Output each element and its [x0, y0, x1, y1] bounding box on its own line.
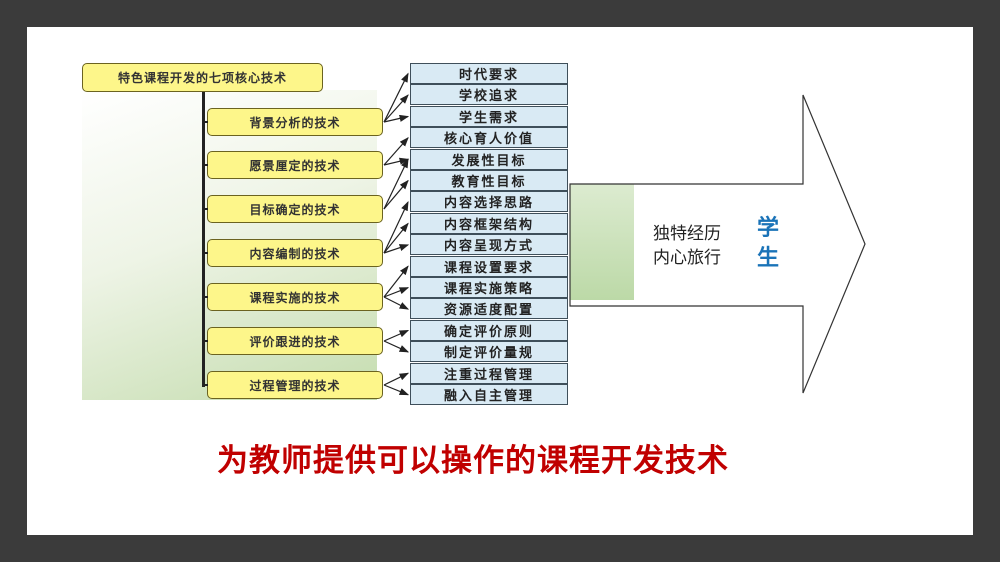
branch-tick — [203, 340, 208, 342]
technique-box: 过程管理的技术 — [207, 371, 383, 399]
student-label: 学生 — [757, 214, 781, 274]
big-arrow — [569, 94, 866, 394]
item-box: 确定评价原则 — [410, 319, 568, 341]
branch-tick — [203, 208, 208, 210]
connector-arrow — [383, 244, 410, 254]
connector-arrow — [383, 329, 410, 342]
item-box: 时代要求 — [410, 63, 568, 84]
item-box: 课程设置要求 — [410, 255, 568, 277]
item-box: 课程实施策略 — [410, 277, 568, 298]
branch-tick — [203, 384, 208, 386]
connector-arrow — [383, 222, 409, 254]
item-box: 内容呈现方式 — [410, 234, 568, 256]
connector-arrow — [383, 384, 410, 396]
item-box: 内容框架结构 — [410, 212, 568, 234]
technique-box: 愿景厘定的技术 — [207, 151, 383, 179]
item-box: 资源适度配置 — [410, 298, 568, 320]
connector-arrow — [383, 201, 409, 254]
connector-arrow — [383, 296, 410, 310]
arrow-text: 独特经历 内心旅行 — [653, 222, 721, 270]
connector-arrow — [383, 137, 409, 166]
connector-arrow — [383, 94, 409, 123]
connector-arrow — [383, 287, 410, 298]
student-text: 学生 — [757, 216, 780, 271]
technique-box: 目标确定的技术 — [207, 195, 383, 223]
connector-arrow — [383, 179, 409, 210]
connector-arrow — [383, 72, 409, 123]
branch-tick — [203, 121, 208, 123]
technique-box: 内容编制的技术 — [207, 239, 383, 267]
connector-arrow — [383, 114, 410, 123]
connector-arrow — [383, 265, 409, 298]
item-box: 内容选择思路 — [410, 191, 568, 213]
branch-tick — [203, 164, 208, 166]
connector-arrow — [383, 158, 409, 210]
technique-box: 评价跟进的技术 — [207, 327, 383, 355]
technique-box: 课程实施的技术 — [207, 283, 383, 311]
technique-box: 背景分析的技术 — [207, 108, 383, 136]
item-box: 核心育人价值 — [410, 127, 568, 149]
connector-arrow — [383, 372, 410, 386]
root-box: 特色课程开发的七项核心技术 — [82, 63, 323, 92]
arrow-line2: 内心旅行 — [653, 248, 721, 268]
branch-tick — [203, 296, 208, 298]
branch-tick — [203, 252, 208, 254]
arrow-line1: 独特经历 — [653, 224, 721, 244]
item-box: 学校追求 — [410, 84, 568, 106]
item-box: 发展性目标 — [410, 148, 568, 170]
green-band — [570, 184, 634, 300]
slide-title: 为教师提供可以操作的课程开发技术 — [217, 443, 729, 479]
item-box: 融入自主管理 — [410, 384, 568, 405]
item-box: 学生需求 — [410, 105, 568, 127]
item-box: 注重过程管理 — [410, 362, 568, 384]
item-box: 制定评价量规 — [410, 341, 568, 363]
connector-arrow — [383, 340, 410, 353]
item-box: 教育性目标 — [410, 170, 568, 191]
tree-trunk-line — [202, 92, 205, 387]
